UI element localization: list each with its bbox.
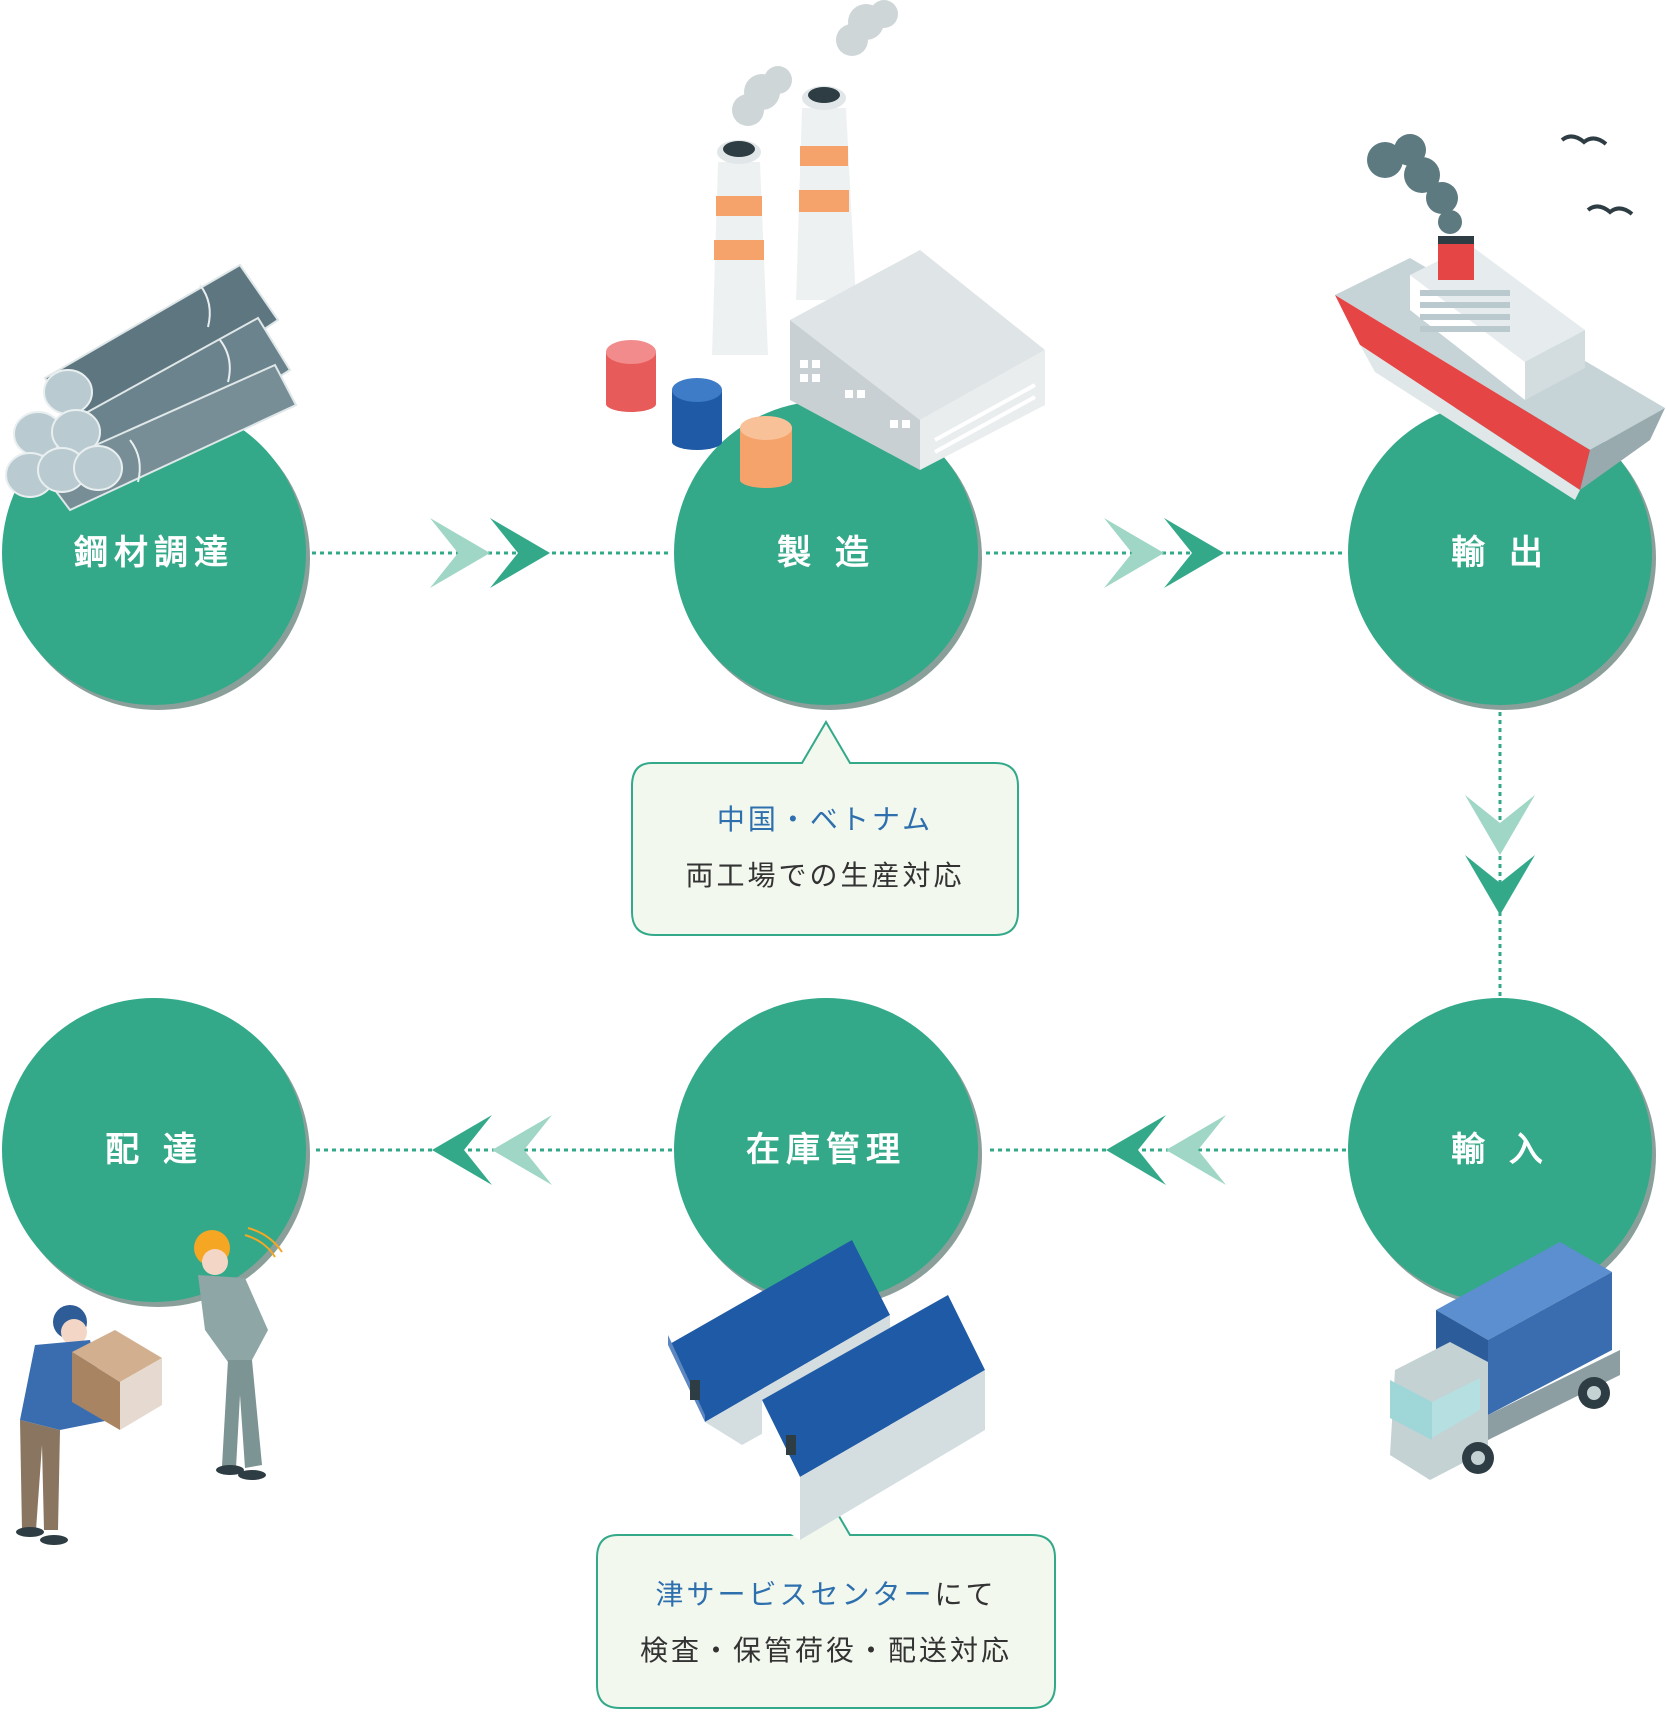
bubble-manufacturing-line1: 中国・ベトナム: [716, 803, 934, 836]
steel-pipes-icon: [5, 263, 298, 512]
connector-inventory-to-delivery: [312, 1115, 672, 1185]
tank-red-icon: [606, 340, 656, 412]
node-label-inventory: 在庫管理: [746, 1130, 906, 1170]
warehouse-icon: [668, 1240, 985, 1540]
connector-import-to-inventory: [986, 1115, 1346, 1185]
arrow-light-icon: [1465, 795, 1535, 855]
bubble-inventory-shape: [596, 1492, 1056, 1709]
node-inventory-circle: [674, 998, 982, 1307]
arrow-light-icon: [492, 1115, 552, 1185]
bubble-inventory-text: 津サービスセンターにて 検査・保管荷役・配送対応: [597, 1575, 1055, 1671]
node-label-delivery: 配 達: [105, 1130, 203, 1170]
arrow-dark-icon: [1106, 1115, 1166, 1185]
bird-icon: [1560, 134, 1634, 216]
factory-icon: [606, 0, 1045, 488]
tank-orange-icon: [740, 416, 792, 488]
tank-blue-icon: [672, 378, 722, 450]
arrow-light-icon: [430, 518, 490, 588]
node-label-import: 輸 入: [1451, 1130, 1549, 1170]
node-label-manufacturing: 製 造: [777, 533, 875, 573]
cardboard-box-icon: [72, 1330, 162, 1430]
smoke-icon: [1367, 134, 1462, 234]
node-delivery-circle: [2, 998, 310, 1307]
smoke-icon: [732, 0, 898, 126]
bubble-manufacturing-line2: 両工場での生産対応: [685, 859, 965, 892]
delivery-truck-icon: [1390, 1242, 1620, 1480]
bubble-inventory-line1: 津サービスセンターにて: [597, 1575, 1055, 1615]
connector-steel-to-manufacturing: [312, 518, 672, 588]
node-import-circle: [1348, 998, 1656, 1307]
arrow-dark-icon: [490, 518, 550, 588]
bubble-manufacturing-shape: [631, 720, 1019, 936]
connector-export-to-import: [1465, 712, 1535, 1000]
bubble-manufacturing-text: 中国・ベトナム 両工場での生産対応: [632, 800, 1018, 896]
bubble-inventory-location: 津サービスセンター: [655, 1578, 935, 1611]
arrow-light-icon: [1104, 518, 1164, 588]
node-label-export: 輸 出: [1451, 533, 1549, 573]
bubble-inventory-line2: 検査・保管荷役・配送対応: [639, 1634, 1012, 1667]
workers-handing-box-icon: [16, 1227, 283, 1545]
bubble-inventory-line1-rest: にて: [934, 1578, 997, 1611]
arrow-light-icon: [1166, 1115, 1226, 1185]
cargo-ship-icon: [1335, 134, 1665, 500]
arrow-dark-icon: [432, 1115, 492, 1185]
connector-manufacturing-to-export: [986, 518, 1346, 588]
arrow-dark-icon: [1164, 518, 1224, 588]
node-label-steel: 鋼材調達: [74, 533, 234, 573]
worker-helmet-icon: [194, 1227, 283, 1480]
arrow-dark-icon: [1465, 855, 1535, 915]
